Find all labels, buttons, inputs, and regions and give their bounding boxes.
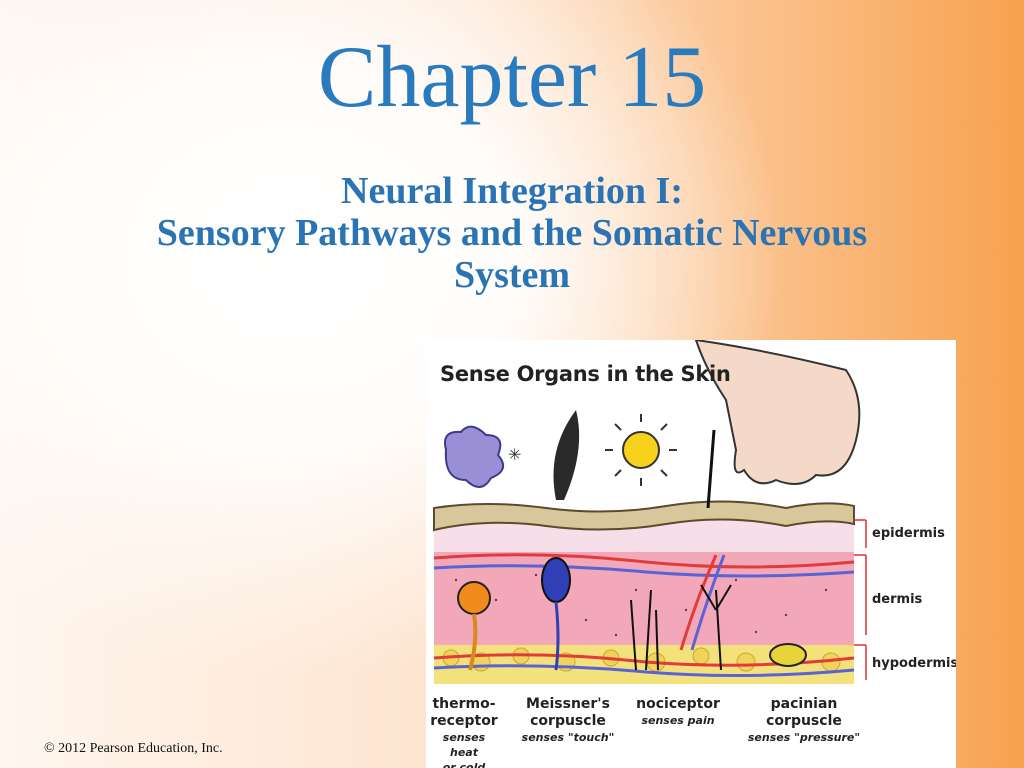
receptor-label-nociceptor: nociceptor senses pain: [630, 696, 726, 728]
receptor-name-line: corpuscle: [766, 713, 842, 729]
receptor-note-line: or cold: [442, 761, 486, 768]
receptor-note-line: senses heat: [442, 731, 486, 759]
receptor-name-line: pacinian: [770, 696, 838, 712]
receptor-name-line: nociceptor: [636, 696, 720, 712]
layer-label-epidermis: epidermis: [872, 526, 945, 541]
receptor-label-thermoreceptor: thermo- receptor senses heat or cold: [428, 696, 500, 768]
subtitle-line-1: Neural Integration I:: [341, 170, 683, 212]
copyright-notice: © 2012 Pearson Education, Inc.: [44, 741, 223, 756]
receptor-name-line: Meissner's: [526, 696, 610, 712]
receptor-note-line: senses pain: [641, 714, 715, 727]
feather-icon: [553, 410, 580, 500]
receptor-note-line: senses "touch": [521, 731, 615, 744]
receptor-label-pacinian: pacinian corpuscle senses "pressure": [744, 696, 864, 745]
receptor-name-line: thermo-: [432, 696, 496, 712]
snowflake-cold-icon: ✳: [444, 425, 521, 488]
chapter-subtitle: Neural Integration I: Sensory Pathways a…: [60, 170, 964, 296]
subtitle-line-2: Sensory Pathways and the Somatic Nervous: [156, 212, 868, 254]
chapter-title: Chapter 15: [317, 29, 707, 126]
skin-sense-organs-figure: ✳: [426, 340, 956, 768]
needle-icon: [706, 429, 716, 509]
receptor-label-meissner: Meissner's corpuscle senses "touch": [518, 696, 618, 745]
receptor-note-line: senses "pressure": [747, 731, 861, 744]
skin-diagram-illustration: ✳: [433, 340, 867, 684]
svg-text:✳: ✳: [508, 447, 521, 464]
layer-label-dermis: dermis: [872, 592, 923, 607]
layer-label-hypodermis: hypodermis: [872, 656, 956, 671]
finger-icon: [694, 340, 861, 485]
subtitle-line-3: System: [453, 254, 571, 296]
sun-icon: [605, 414, 677, 486]
receptor-name-line: corpuscle: [530, 713, 606, 729]
receptor-name-line: receptor: [430, 713, 498, 729]
figure-title: Sense Organs in the Skin: [440, 362, 731, 386]
